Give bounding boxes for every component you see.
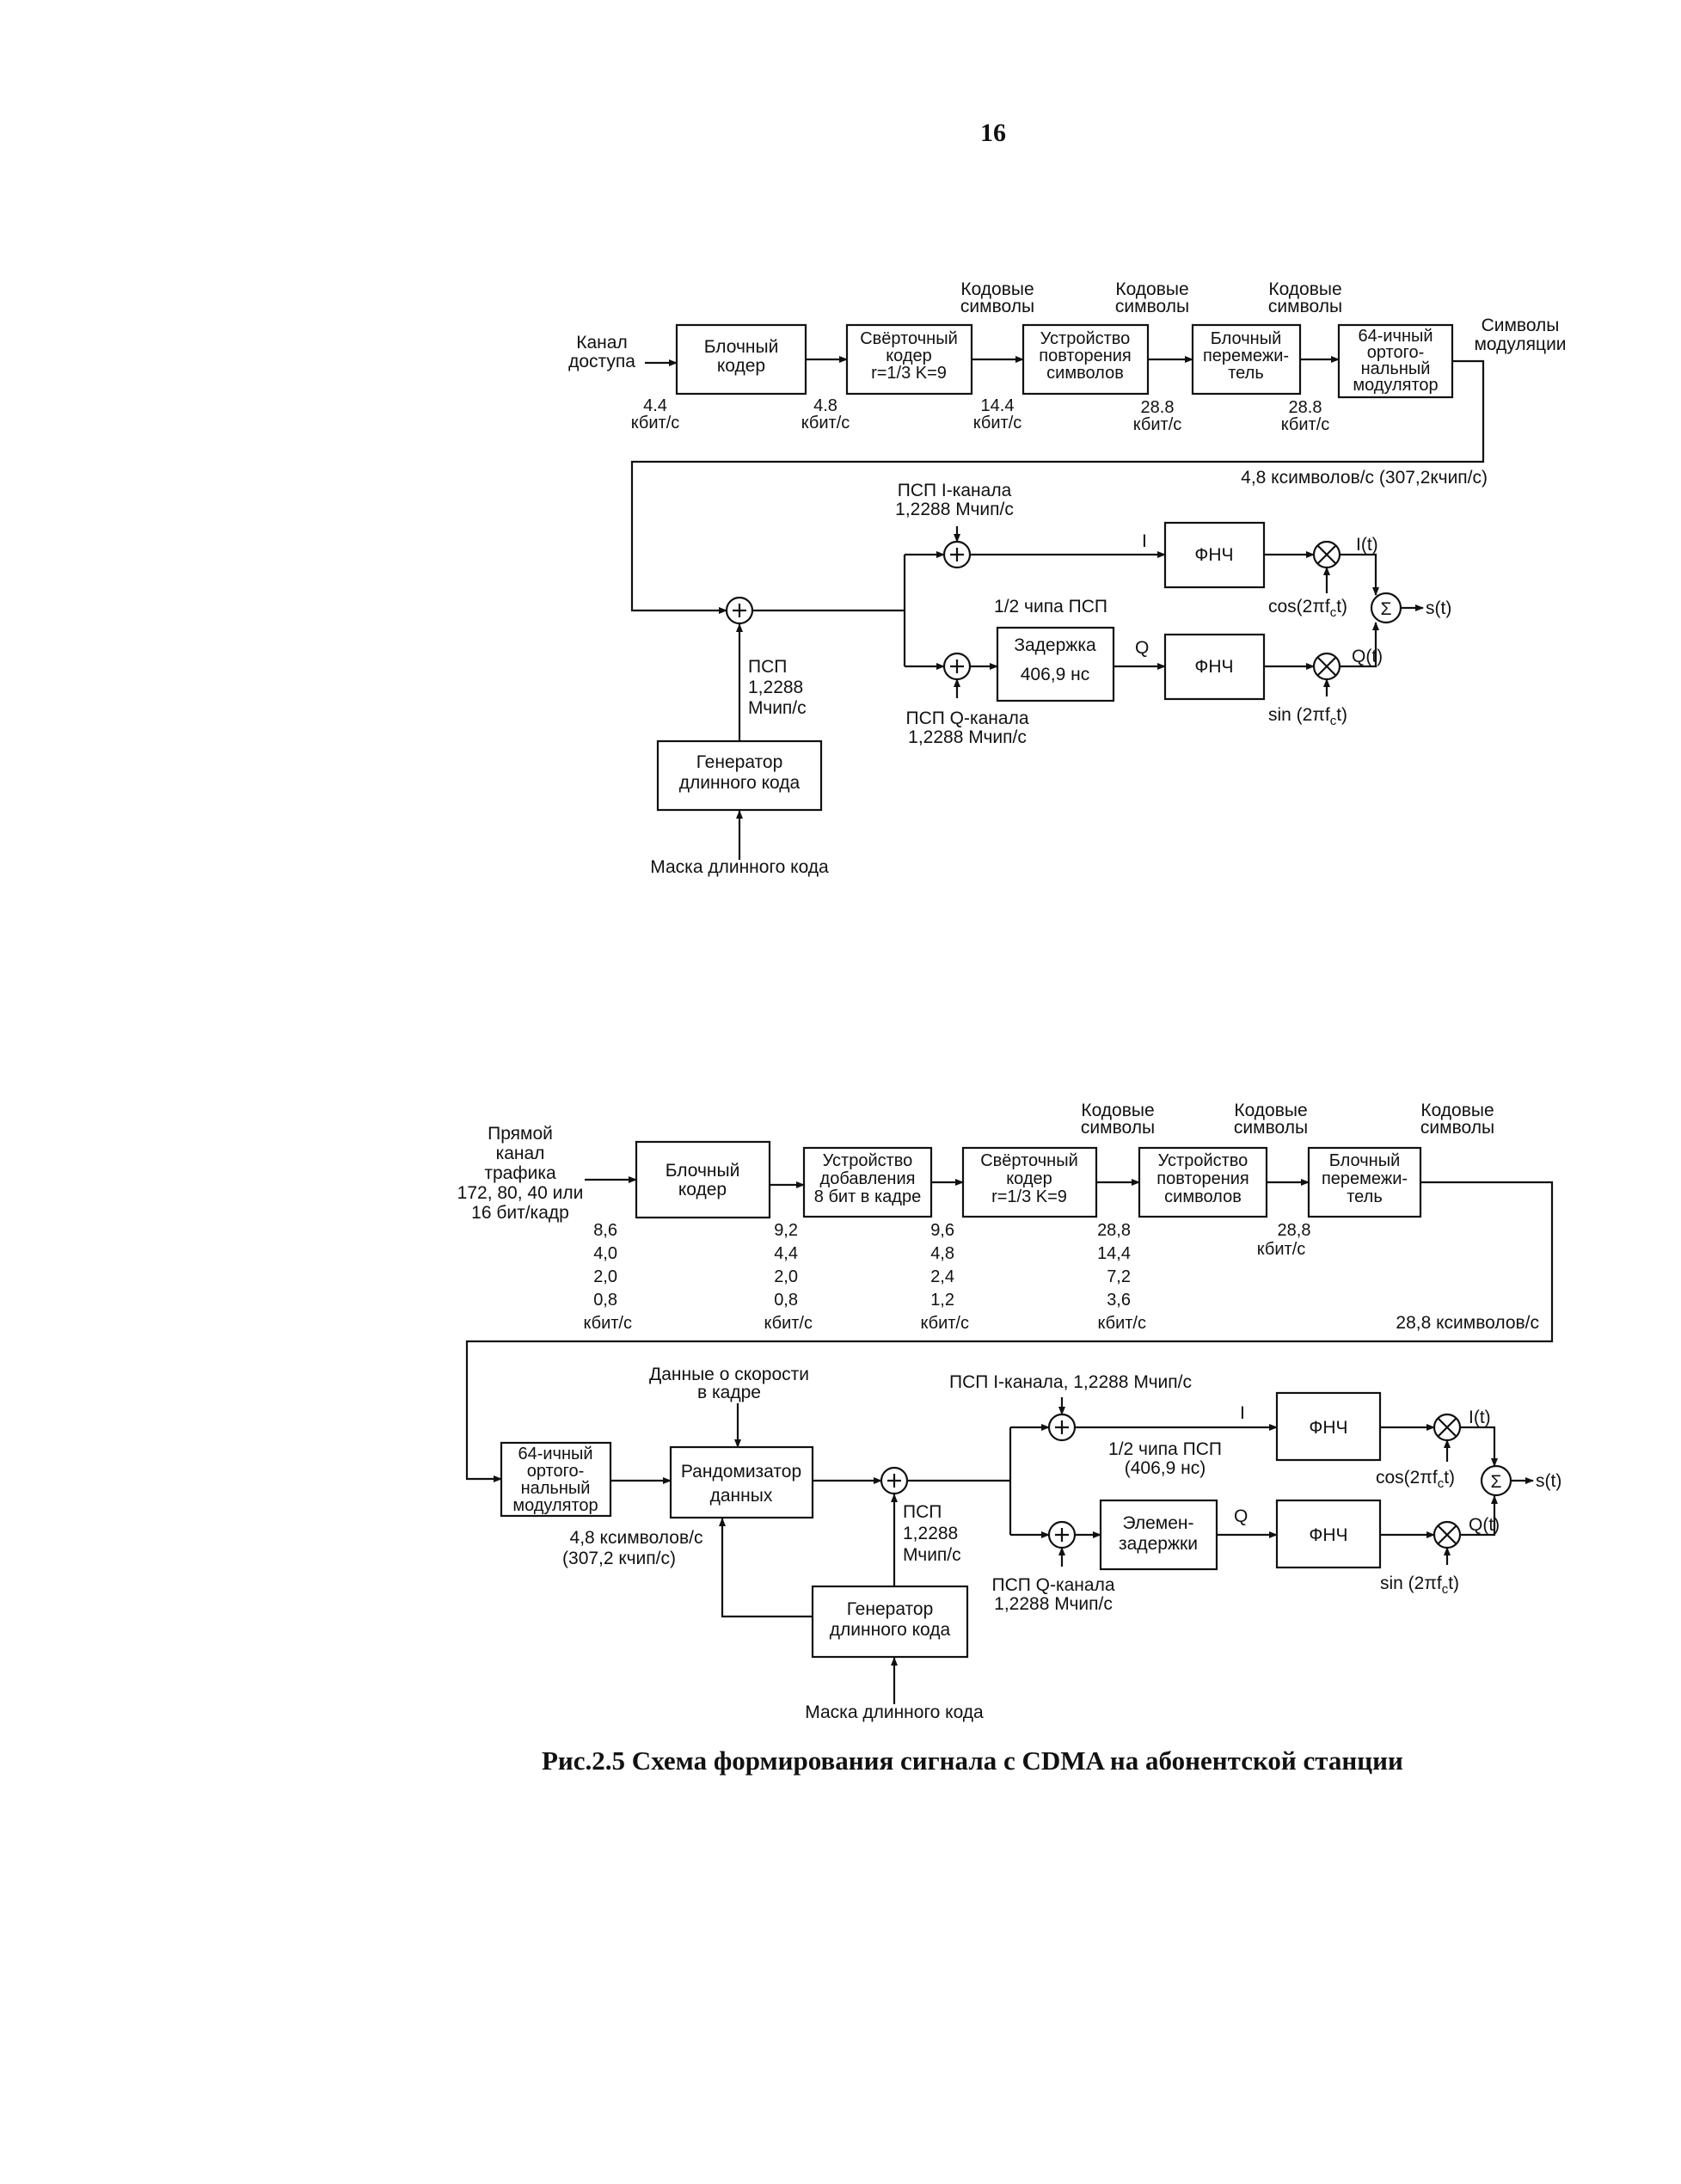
svg-text:s(t): s(t) xyxy=(1536,1471,1561,1491)
d1-long-code-generator xyxy=(656,739,823,812)
svg-text:ФНЧ: ФНЧ xyxy=(1194,657,1233,677)
d1-lpf-q xyxy=(1163,633,1266,701)
svg-text:1/2 чипа ПСП(406,9 нс): 1/2 чипа ПСП(406,9 нс) xyxy=(1108,1439,1222,1478)
svg-text:Σ: Σ xyxy=(1381,599,1392,619)
d2-lpf-q xyxy=(1275,1499,1382,1569)
svg-text:Q(t): Q(t) xyxy=(1469,1515,1500,1535)
d1-interleaver xyxy=(1191,323,1302,396)
d1-repeater xyxy=(1021,323,1150,396)
d1-delay xyxy=(996,626,1115,702)
d2-repeater xyxy=(1138,1146,1268,1218)
svg-text:I: I xyxy=(1142,531,1147,551)
d2-randomizer xyxy=(669,1445,814,1519)
d1-block-coder xyxy=(675,323,807,396)
svg-text:4,8 ксимволов/с (307,2кчип/с): 4,8 ксимволов/с (307,2кчип/с) xyxy=(1241,468,1488,488)
d2-modulator xyxy=(500,1441,612,1518)
svg-text:Σ: Σ xyxy=(1491,1472,1502,1492)
svg-text:ФНЧ: ФНЧ xyxy=(1309,1418,1347,1438)
d2-conv-coder xyxy=(961,1146,1098,1218)
svg-text:ФНЧ: ФНЧ xyxy=(1194,545,1233,565)
figure-caption: Рис.2.5 Схема формирования сигнала с CDM… xyxy=(542,1745,1403,1776)
d2-interleaver xyxy=(1307,1146,1422,1218)
d2-block-coder xyxy=(635,1140,771,1219)
svg-text:sin (2πfct): sin (2πfct) xyxy=(1380,1574,1459,1597)
svg-text:4,8 ксимволов/с(307,2 кчип/с): 4,8 ксимволов/с(307,2 кчип/с) xyxy=(562,1528,702,1568)
svg-text:I(t): I(t) xyxy=(1356,535,1378,555)
d1-modulator xyxy=(1337,323,1454,399)
d2-lpf-i xyxy=(1275,1391,1382,1462)
svg-text:1/2 чипа ПСП: 1/2 чипа ПСП xyxy=(994,597,1107,617)
svg-text:Маска длинного кода: Маска длинного кода xyxy=(805,1702,984,1722)
svg-text:I: I xyxy=(1240,1403,1245,1423)
svg-text:Q: Q xyxy=(1135,638,1149,658)
svg-text:s(t): s(t) xyxy=(1426,598,1451,618)
svg-text:Элемен-задержки: Элемен-задержки xyxy=(1119,1513,1198,1554)
page-number: 16 xyxy=(980,119,1006,147)
d2-8bit-adder xyxy=(802,1146,933,1218)
svg-text:28,8 ксимволов/с: 28,8 ксимволов/с xyxy=(1396,1313,1539,1333)
svg-text:Q(t): Q(t) xyxy=(1352,647,1383,666)
svg-text:Q: Q xyxy=(1234,1506,1248,1526)
d1-lpf-i xyxy=(1163,521,1266,589)
svg-text:I(t): I(t) xyxy=(1469,1408,1491,1427)
d1-conv-coder xyxy=(845,323,973,396)
svg-text:cos(2πfct): cos(2πfct) xyxy=(1268,597,1347,620)
svg-text:cos(2πfct): cos(2πfct) xyxy=(1376,1468,1455,1491)
svg-text:ФНЧ: ФНЧ xyxy=(1309,1525,1347,1545)
svg-text:sin (2πfct): sin (2πfct) xyxy=(1268,705,1347,728)
d2-long-code-generator xyxy=(811,1585,969,1659)
svg-text:Маска длинного кода: Маска длинного кода xyxy=(650,857,829,877)
svg-text:ПСП I-канала, 1,2288 Мчип/с: ПСП I-канала, 1,2288 Мчип/с xyxy=(949,1372,1192,1392)
